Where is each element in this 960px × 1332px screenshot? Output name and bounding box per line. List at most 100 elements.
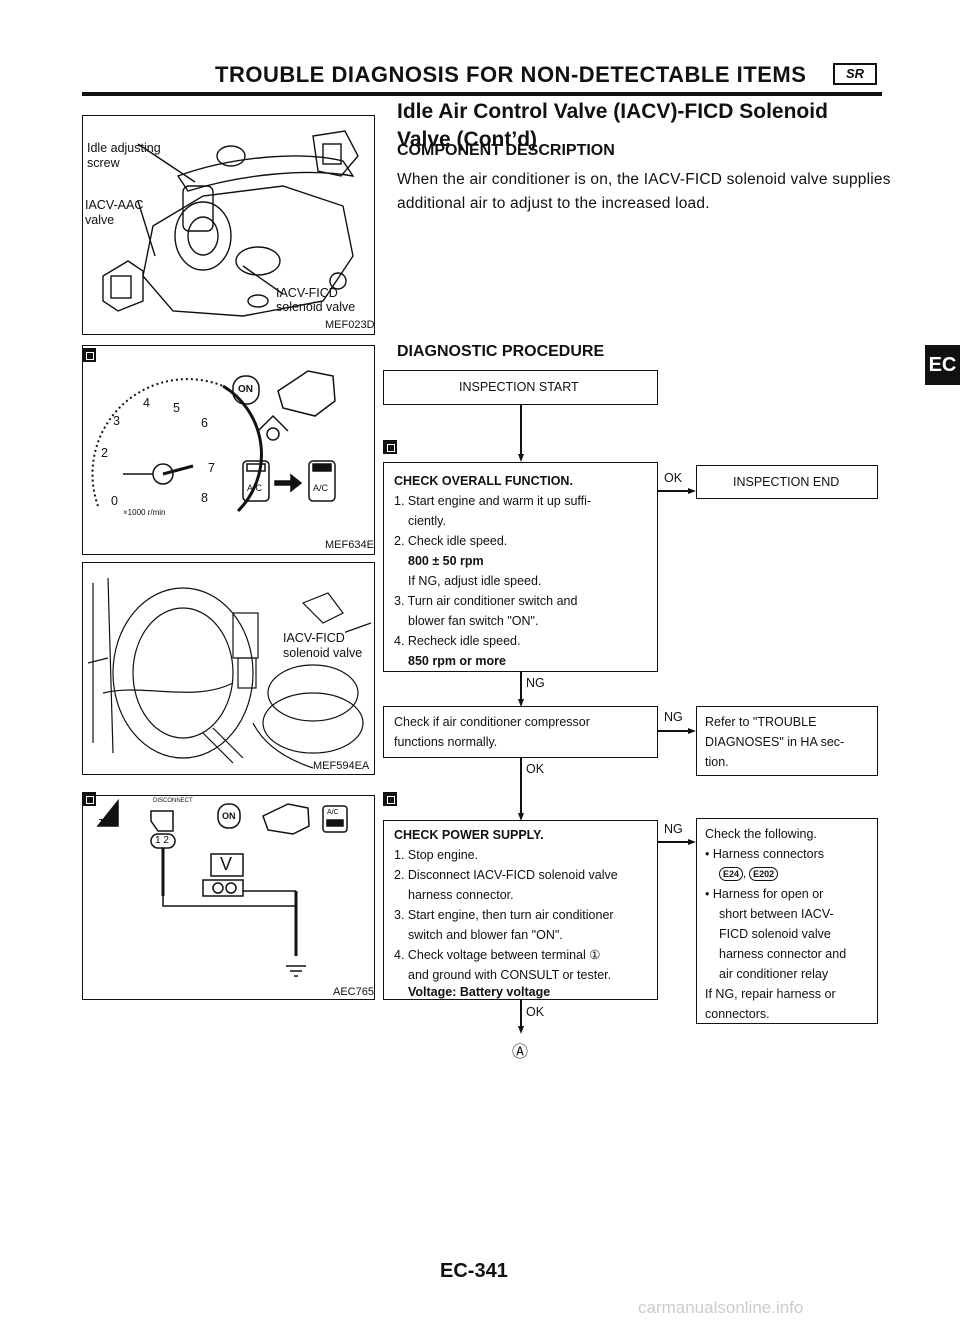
gauge-6: 6 bbox=[201, 416, 208, 430]
inspection-end-label: INSPECTION END bbox=[733, 475, 840, 489]
ng-label: NG bbox=[526, 676, 545, 690]
step2-line: Check if air conditioner compressor bbox=[394, 715, 590, 729]
step1-spec-idle: 800 ± 50 rpm bbox=[408, 554, 484, 568]
step1-line: 3. Turn air conditioner switch and bbox=[394, 594, 578, 608]
check-overall-function-box: CHECK OVERALL FUNCTION. 1. Start engine … bbox=[383, 462, 658, 672]
step3-line: 3. Start engine, then turn air condition… bbox=[394, 908, 614, 922]
step1-line: ciently. bbox=[408, 514, 446, 528]
refer-ha-section-box: Refer to "TROUBLE DIAGNOSES" in HA sec- … bbox=[696, 706, 878, 776]
step1-line: blower fan switch "ON". bbox=[408, 614, 539, 628]
label-iacv-ficd: IACV-FICD bbox=[283, 631, 345, 645]
flow-line bbox=[658, 841, 688, 843]
step3-ng-line: harness connector and bbox=[719, 947, 847, 961]
step2-ng-line: Refer to "TROUBLE bbox=[705, 715, 817, 729]
step3-title: CHECK POWER SUPPLY. bbox=[394, 828, 544, 842]
gauge-0: 0 bbox=[111, 494, 118, 508]
step3-ng-line: short between IACV- bbox=[719, 907, 834, 921]
gauge-3: 3 bbox=[113, 414, 120, 428]
gauge-2: 2 bbox=[101, 446, 108, 460]
iacv-assembly-illustration bbox=[102, 130, 359, 317]
voltage-check-diagram bbox=[96, 798, 348, 977]
step1-line: 4. Recheck idle speed. bbox=[394, 634, 521, 648]
gauge-7: 7 bbox=[208, 461, 215, 475]
section-title: Idle Air Control Valve (IACV)-FICD Solen… bbox=[397, 100, 828, 151]
inspection-start-box: INSPECTION START bbox=[383, 370, 658, 405]
label-solenoid-valve: solenoid valve bbox=[283, 646, 363, 660]
component-description-body: When the air conditioner is on, the IACV… bbox=[397, 171, 891, 212]
step1-line: If NG, adjust idle speed. bbox=[408, 574, 542, 588]
ok-label: OK bbox=[526, 1005, 545, 1019]
engine-bay-illustration bbox=[87, 577, 372, 769]
component-description-heading: COMPONENT DESCRIPTION bbox=[397, 142, 615, 159]
step3-ng-line: connectors. bbox=[705, 1007, 770, 1021]
step3-ng-line: FICD solenoid valve bbox=[719, 927, 831, 941]
watermark: carmanualsonline.info bbox=[638, 1298, 804, 1317]
flow-arrow bbox=[688, 728, 696, 734]
connector-codes: E24, E202 bbox=[719, 867, 779, 881]
step3-line: harness connector. bbox=[408, 888, 514, 902]
label-valve: valve bbox=[85, 213, 115, 227]
step3-ng-line: If NG, repair harness or bbox=[705, 987, 836, 1001]
flow-line bbox=[658, 730, 688, 732]
figure-voltage-check: DISCONNECT T.S. ON A/C 1 2 V AEC765 bbox=[82, 795, 375, 1000]
continue-marker-a: Ⓐ bbox=[512, 1044, 529, 1061]
voltmeter-symbol: V bbox=[220, 854, 233, 874]
figure-idle-speed-check: 0 2 3 4 5 6 7 8 ×1000 r/min ON A/C A/C M… bbox=[82, 345, 375, 555]
flow-arrow bbox=[518, 699, 524, 707]
ac-label: A/C bbox=[327, 809, 339, 816]
page-number: EC-341 bbox=[440, 1260, 508, 1282]
flow-line bbox=[520, 758, 522, 816]
step3-line: 4. Check voltage between terminal ① bbox=[394, 948, 601, 962]
label-idle-adjusting: Idle adjusting bbox=[87, 141, 161, 155]
flow-line bbox=[520, 405, 522, 455]
flow-arrow bbox=[518, 1026, 524, 1034]
figure-code: AEC765 bbox=[333, 986, 374, 998]
ac-label-2: A/C bbox=[313, 483, 329, 493]
step3-ng-line: air conditioner relay bbox=[719, 967, 829, 981]
step2-ng-line: DIAGNOSES" in HA sec- bbox=[705, 735, 845, 749]
step2-line: functions normally. bbox=[394, 735, 498, 749]
ng-label: NG bbox=[664, 710, 683, 724]
figure-solenoid-location: IACV-FICD solenoid valve MEF594EA bbox=[82, 562, 375, 775]
ok-label: OK bbox=[526, 762, 545, 776]
gauge-5: 5 bbox=[173, 401, 180, 415]
step1-title: CHECK OVERALL FUNCTION. bbox=[394, 474, 573, 488]
disconnect-label: DISCONNECT bbox=[153, 798, 193, 804]
ac-label-1: A/C bbox=[247, 483, 263, 493]
figure-code: MEF023D bbox=[325, 319, 375, 331]
inspection-end-box: INSPECTION END bbox=[696, 465, 878, 499]
step3-ng-line: • Harness connectors bbox=[705, 847, 825, 861]
step3-line: switch and blower fan "ON". bbox=[408, 928, 563, 942]
header-rule bbox=[82, 92, 882, 96]
flow-arrow bbox=[518, 454, 524, 462]
step3-ng-line: Check the following. bbox=[705, 827, 817, 841]
terminal-numbers: 1 2 bbox=[155, 835, 169, 846]
ignition-on-label: ON bbox=[222, 811, 236, 821]
step3-ng-line: • Harness for open or bbox=[705, 887, 824, 901]
step1-line: 1. Start engine and warm it up suffi- bbox=[394, 494, 592, 508]
connector-e24: E24 bbox=[719, 867, 744, 881]
marker-a-flow bbox=[383, 440, 397, 454]
gauge-8: 8 bbox=[201, 491, 208, 505]
ng-label: NG bbox=[664, 822, 683, 836]
flow-arrow bbox=[688, 839, 696, 845]
diagnostic-procedure-heading: DIAGNOSTIC PROCEDURE bbox=[397, 343, 605, 360]
flow-line bbox=[658, 490, 688, 492]
ignition-on-label: ON bbox=[238, 384, 253, 395]
label-solenoid-valve: solenoid valve bbox=[276, 300, 356, 314]
flow-arrow bbox=[518, 813, 524, 821]
ok-label: OK bbox=[664, 471, 683, 485]
connector-e202: E202 bbox=[749, 867, 779, 881]
ec-section-tab[interactable]: EC bbox=[925, 345, 960, 385]
step1-line: 2. Check idle speed. bbox=[394, 534, 508, 548]
marker-b-flow bbox=[383, 792, 397, 806]
gauge-unit: ×1000 r/min bbox=[123, 508, 166, 517]
inspection-start-label: INSPECTION START bbox=[459, 380, 579, 394]
step3-line: 2. Disconnect IACV-FICD solenoid valve bbox=[394, 868, 618, 882]
step1-spec-ac: 850 rpm or more bbox=[408, 654, 506, 668]
step3-line: and ground with CONSULT or tester. bbox=[408, 968, 612, 982]
check-harness-box: Check the following. • Harness connector… bbox=[696, 818, 878, 1024]
label-iacv-ficd: IACV-FICD bbox=[276, 286, 338, 300]
page-header-title: TROUBLE DIAGNOSIS FOR NON-DETECTABLE ITE… bbox=[215, 62, 807, 87]
check-compressor-box: Check if air conditioner compressor func… bbox=[383, 706, 658, 758]
